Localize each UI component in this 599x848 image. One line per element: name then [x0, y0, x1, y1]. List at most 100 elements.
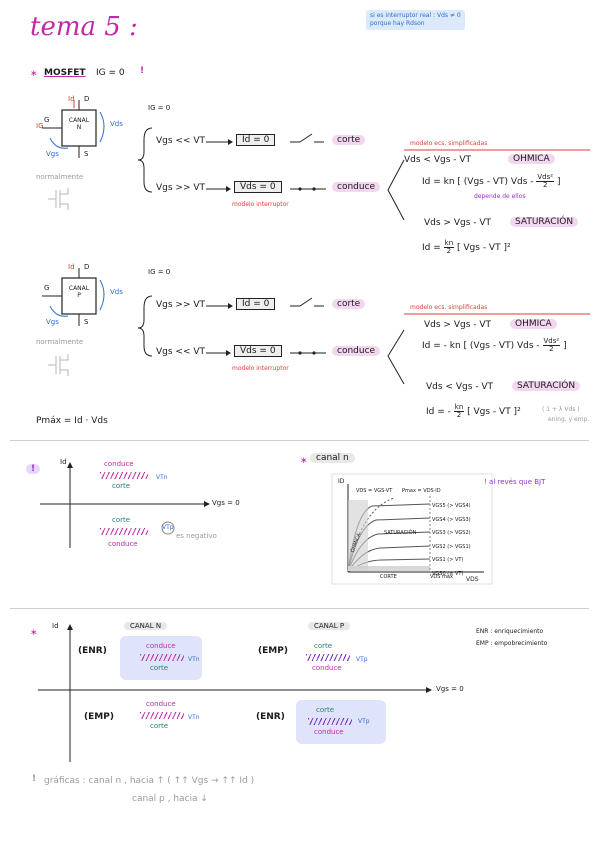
- p-sat-condition: Vds < Vgs - VT: [426, 382, 494, 392]
- graph1-top-corte: corte: [112, 482, 131, 490]
- curve-label: VGS0 (≤ VT): [432, 570, 464, 577]
- p-ohm-condition: Vds > Vgs - VT: [424, 320, 492, 330]
- graph2-pmax-label: Pmax = VDS·ID: [402, 488, 441, 494]
- graph2-vds-axis: VDS: [466, 576, 479, 583]
- graph2-id-axis: ID: [338, 478, 345, 485]
- p-ohm-state: OHMICA: [510, 319, 557, 329]
- p-id-label: Id: [68, 263, 75, 271]
- graph1-bang: !: [26, 464, 41, 474]
- q3-tag: (EMP): [84, 712, 114, 722]
- graph3-canal-p: CANAL P: [308, 622, 351, 630]
- curve-label: VGS1 (> VT): [432, 557, 464, 563]
- q2-vt: VTp: [356, 656, 368, 663]
- q4-vt: VTp: [358, 718, 370, 725]
- p-drain-label: D: [84, 263, 90, 271]
- n-row2-box: Vds = 0: [234, 181, 282, 193]
- graph2-note: ! al revés que BJT: [484, 478, 546, 486]
- n-row2-condition: Vgs >> VT: [156, 183, 206, 193]
- q3-bottom: corte: [150, 722, 169, 730]
- q4-top: corte: [316, 706, 335, 714]
- q2-hatch: [306, 654, 350, 661]
- graph3-star: ∗: [30, 628, 38, 638]
- q2-bottom: conduce: [312, 664, 342, 672]
- n-row2-state: conduce: [332, 182, 381, 192]
- pmax-formula: Pmáx = Id · Vds: [36, 416, 108, 426]
- p-row2-state: conduce: [332, 346, 381, 356]
- curve-label: VGS2 (> VGS1): [432, 543, 471, 550]
- q4-tag: (ENR): [256, 712, 285, 722]
- p-ig-zero: IG = 0: [148, 268, 171, 276]
- graph2-star: ∗: [300, 456, 308, 466]
- n-row1-box: Id = 0: [236, 134, 276, 146]
- graph1-top-hatch: [100, 472, 148, 479]
- p-row1-state: corte: [332, 299, 366, 309]
- legend-enr: ENR : enriquecimiento: [476, 628, 544, 635]
- q4-bottom: conduce: [314, 728, 344, 736]
- p-sat-state: SATURACIÓN: [512, 381, 581, 391]
- q1-top: conduce: [146, 642, 176, 650]
- graph1-bot-conduce: conduce: [108, 540, 138, 548]
- legend-emp: EMP : empobrecimiento: [476, 640, 548, 647]
- p-row1-condition: Vgs >> VT: [156, 300, 206, 310]
- graph1-negative-note: es negativo: [176, 532, 217, 540]
- p-gate-label: G: [44, 284, 50, 292]
- graph1-bot-corte: corte: [112, 516, 131, 524]
- q1-bottom: corte: [150, 664, 169, 672]
- n-model-title: modelo ecs. simplificadas: [410, 140, 488, 147]
- curve-label: VGS5 (> VGS4): [432, 503, 471, 509]
- warning-bang: !: [140, 66, 145, 76]
- graph2-corte-label: CORTE: [380, 574, 397, 580]
- n-row1-condition: Vgs << VT: [156, 136, 206, 146]
- note-line-1: si es interruptor real : Vds ≠ 0: [370, 12, 461, 19]
- star-bullet: ∗: [30, 69, 38, 79]
- graph3-y-label: Id: [52, 622, 59, 630]
- ig-zero-label: IG = 0: [96, 68, 125, 78]
- p-row2-condition: Vgs << VT: [156, 347, 206, 357]
- p-source-label: S: [84, 318, 89, 326]
- n-ohm-state: OHMICA: [508, 154, 555, 164]
- curve-label: VGS3 (> VGS2): [432, 530, 471, 536]
- n-row1-state: corte: [332, 135, 366, 145]
- n-ig-label: IG: [36, 122, 44, 130]
- n-ig-zero: IG = 0: [148, 104, 171, 112]
- graph2-boundary-label: VDS = VGS-VT: [356, 488, 393, 494]
- page-title: tema 5 :: [30, 12, 138, 42]
- n-row2-subtitle: modelo interruptor: [232, 201, 289, 208]
- graph2-vdsmax-label: VDS max: [430, 574, 453, 580]
- q1-tag: (ENR): [78, 646, 107, 656]
- graph1-x-label: Vgs = 0: [212, 499, 240, 507]
- p-model-title: modelo ecs. simplificadas: [410, 304, 488, 311]
- n-sat-state: SATURACIÓN: [510, 217, 579, 227]
- graph3-x-label: Vgs = 0: [436, 685, 464, 693]
- n-source-label: S: [84, 150, 89, 158]
- sticky-note: si es interruptor real : Vds ≠ 0 porque …: [366, 10, 465, 30]
- p-row2-subtitle: modelo interruptor: [232, 365, 289, 372]
- p-vgs-label: Vgs: [46, 318, 59, 326]
- graph2-sat-label: SATURACIÓN: [384, 530, 417, 536]
- q3-top: conduce: [146, 700, 176, 708]
- q4-hatch: [308, 718, 352, 725]
- graph1-y-label: Id: [60, 458, 67, 466]
- q1-hatch: [140, 654, 184, 661]
- graph1-vtn: VTn: [156, 474, 168, 481]
- p-sat-note: ( 1 + λ Vds ): [542, 406, 580, 413]
- graph3-canal-n: CANAL N: [124, 622, 168, 630]
- p-row2-box: Vds = 0: [234, 345, 282, 357]
- graph2-curve-labels: VGS5 (> VGS4) VGS4 (> VGS3) VGS3 (> VGS2…: [432, 500, 471, 581]
- p-normalmente-label: normalmente: [36, 338, 84, 346]
- n-gate-label: G: [44, 116, 50, 124]
- n-id-label: Id: [68, 95, 75, 103]
- mosfet-heading: MOSFET: [44, 68, 86, 78]
- curve-label: VGS4 (> VGS3): [432, 516, 471, 523]
- footer-bang: !: [32, 774, 37, 784]
- n-vds-label: Vds: [110, 120, 123, 128]
- graph2-title: canal n: [310, 453, 355, 463]
- n-ohm-condition: Vds < Vgs - VT: [404, 155, 472, 165]
- note-line-2: porque hay Rdson: [370, 20, 425, 27]
